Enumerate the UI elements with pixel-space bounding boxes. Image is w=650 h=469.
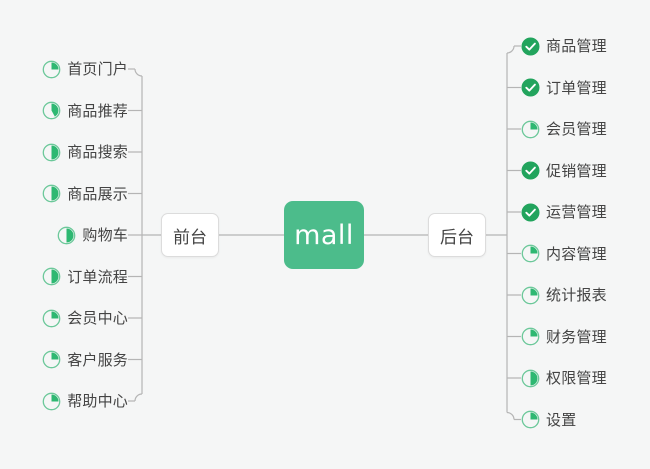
leaf-item[interactable]: 帮助中心 [42,387,128,415]
leaf-item-label: 商品推荐 [67,101,128,120]
leaf-item[interactable]: 设置 [521,406,576,434]
leaf-item-label: 内容管理 [546,244,607,263]
leaf-item[interactable]: 促销管理 [521,157,607,185]
leaf-item[interactable]: 商品管理 [521,32,607,60]
branch-node-frontend[interactable]: 前台 [161,213,219,257]
pie-progress-icon [42,267,61,286]
leaf-item[interactable]: 内容管理 [521,240,607,268]
pie-progress-icon [42,101,61,120]
pie-progress-icon [42,309,61,328]
leaf-item-label: 购物车 [82,226,128,244]
leaf-item-label: 首页门户 [67,60,128,78]
leaf-item[interactable]: 客户服务 [42,346,128,374]
pie-progress-icon [521,120,540,139]
leaf-item[interactable]: 商品推荐 [42,97,128,125]
branch-node-backend-label: 后台 [440,227,474,248]
pie-progress-icon [42,60,61,79]
center-node-label: mall [294,219,354,251]
check-circle-icon [521,78,540,97]
leaf-item[interactable]: 订单流程 [42,263,128,291]
check-circle-icon [521,161,540,180]
leaf-item[interactable]: 会员中心 [42,304,128,332]
pie-progress-icon [42,184,61,203]
pie-progress-icon [521,410,540,429]
leaf-item-label: 权限管理 [546,369,607,387]
leaf-item[interactable]: 财务管理 [521,323,607,351]
leaf-item-label: 客户服务 [67,350,128,369]
pie-progress-icon [521,244,540,263]
pie-progress-icon [521,369,540,388]
leaf-item[interactable]: 购物车 [57,221,128,249]
leaf-item[interactable]: 商品搜索 [42,138,128,166]
center-node-mall[interactable]: mall [284,201,364,269]
leaf-item-label: 运营管理 [546,203,607,221]
pie-progress-icon [42,350,61,369]
branch-node-backend[interactable]: 后台 [428,213,486,257]
leaf-item[interactable]: 会员管理 [521,115,607,143]
leaf-item[interactable]: 统计报表 [521,281,607,309]
leaf-item[interactable]: 运营管理 [521,198,607,226]
pie-progress-icon [42,143,61,162]
leaf-item[interactable]: 首页门户 [42,55,128,83]
leaf-item-label: 商品搜索 [67,143,128,161]
leaf-item-label: 促销管理 [546,161,607,180]
leaf-item-label: 财务管理 [546,327,607,346]
leaf-item[interactable]: 订单管理 [521,74,607,102]
pie-progress-icon [521,327,540,346]
leaf-item-label: 订单管理 [546,78,607,97]
leaf-item-label: 统计报表 [546,286,607,304]
pie-progress-icon [57,226,76,245]
leaf-item-label: 帮助中心 [67,392,128,410]
check-circle-icon [521,37,540,56]
leaf-item[interactable]: 商品展示 [42,180,128,208]
pie-progress-icon [42,392,61,411]
leaf-item-label: 商品展示 [67,184,128,203]
leaf-item-label: 商品管理 [546,37,607,55]
check-circle-icon [521,203,540,222]
branch-node-frontend-label: 前台 [173,227,207,248]
leaf-item-label: 订单流程 [67,267,128,286]
leaf-item-label: 会员中心 [67,309,128,327]
leaf-item-label: 会员管理 [546,120,607,138]
leaf-item-label: 设置 [546,410,577,429]
pie-progress-icon [521,286,540,305]
leaf-item[interactable]: 权限管理 [521,364,607,392]
